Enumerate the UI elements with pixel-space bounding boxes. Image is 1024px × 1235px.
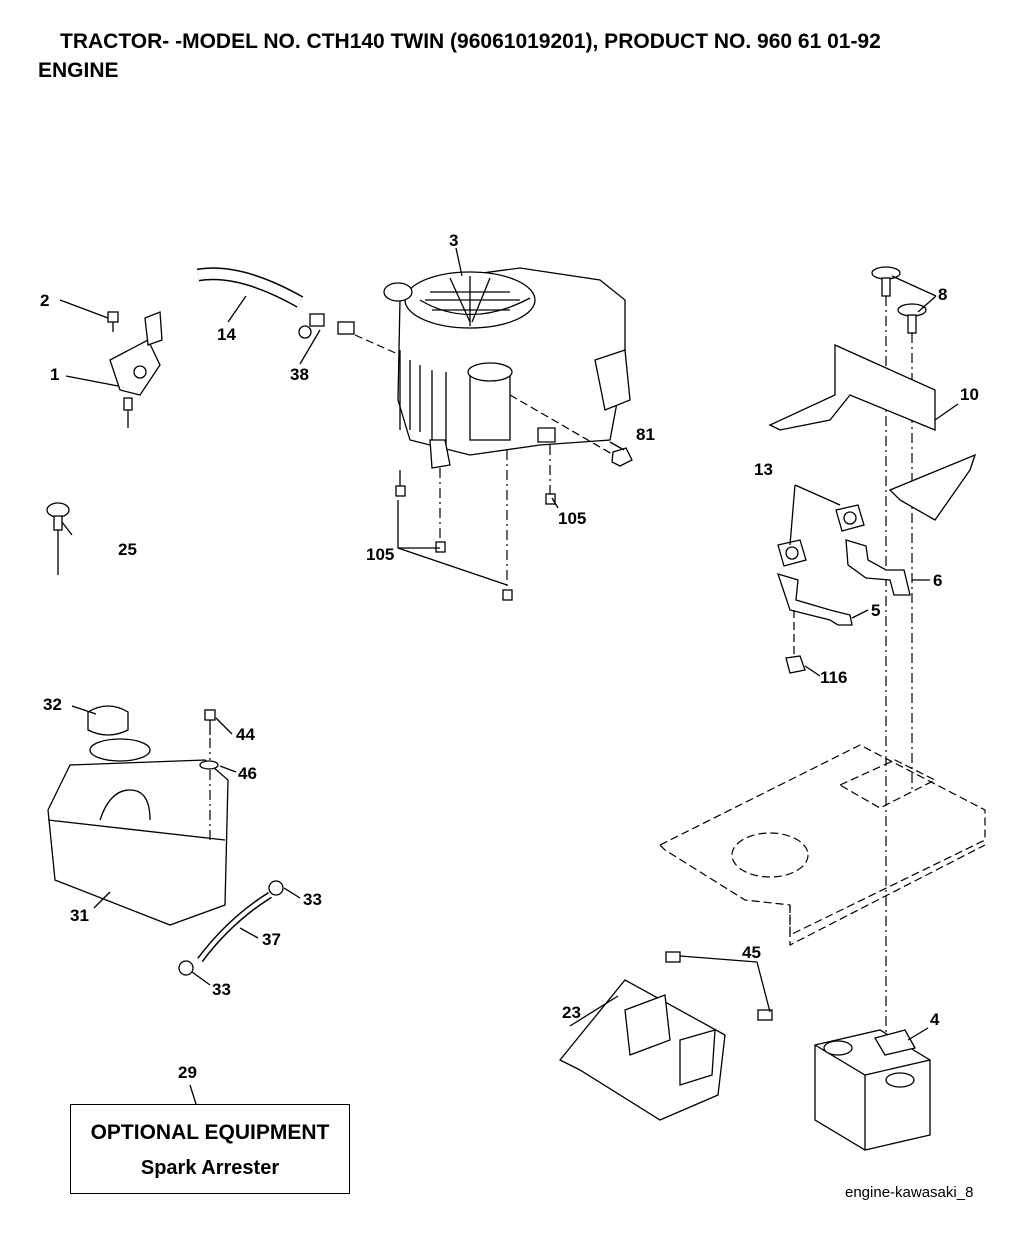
exhaust-pipes <box>776 484 911 674</box>
callout-5: 5 <box>871 601 880 620</box>
fuel-line <box>178 880 284 976</box>
callout-13: 13 <box>754 460 773 479</box>
optional-equipment-title: OPTIONAL EQUIPMENT <box>90 1121 330 1144</box>
engine-bolts <box>395 445 556 601</box>
callouts: 2 1 3 14 38 81 105 105 25 8 10 13 6 5 11… <box>40 231 979 1082</box>
callout-2: 2 <box>40 291 49 310</box>
muffler <box>814 1029 931 1151</box>
callout-37: 37 <box>262 930 281 949</box>
tank-fasteners <box>199 709 219 840</box>
callout-33-upper: 33 <box>303 890 322 909</box>
engine-assembly <box>383 267 631 469</box>
callout-8: 8 <box>938 285 947 304</box>
callout-38: 38 <box>290 365 309 384</box>
callout-25: 25 <box>118 540 137 559</box>
page-title: TRACTOR- -MODEL NO. CTH140 TWIN (9606101… <box>60 30 881 53</box>
fuel-tank <box>47 705 229 926</box>
callout-29: 29 <box>178 1063 197 1082</box>
tractor-frame <box>658 744 986 946</box>
optional-equipment-box: OPTIONAL EQUIPMENT Spark Arrester <box>70 1104 350 1194</box>
callout-4: 4 <box>930 1010 940 1029</box>
fuel-hose <box>196 267 401 356</box>
optional-equipment-item: Spark Arrester <box>140 1157 280 1179</box>
heat-shield-assembly <box>768 266 977 1060</box>
callout-33-lower: 33 <box>212 980 231 999</box>
section-title: ENGINE <box>38 59 119 82</box>
callout-105-left: 105 <box>366 545 394 564</box>
nut-81 <box>509 394 633 467</box>
callout-23: 23 <box>562 1003 581 1022</box>
callout-31: 31 <box>70 906 89 925</box>
callout-81: 81 <box>636 425 655 444</box>
callout-6: 6 <box>933 571 942 590</box>
callout-45: 45 <box>742 943 761 962</box>
callout-1: 1 <box>50 365 59 384</box>
diagram-code: engine-kawasaki_8 <box>845 1184 974 1201</box>
callout-46: 46 <box>238 764 257 783</box>
callout-32: 32 <box>43 695 62 714</box>
muffler-guard <box>558 951 773 1121</box>
callout-116: 116 <box>820 668 847 687</box>
leader-lines <box>59 247 959 1105</box>
callout-44: 44 <box>236 725 255 744</box>
callout-105-right: 105 <box>558 509 586 528</box>
choke-cable <box>46 502 70 575</box>
callout-14: 14 <box>217 325 236 344</box>
callout-3: 3 <box>449 231 458 250</box>
throttle-control <box>107 311 163 428</box>
callout-10: 10 <box>960 385 979 404</box>
